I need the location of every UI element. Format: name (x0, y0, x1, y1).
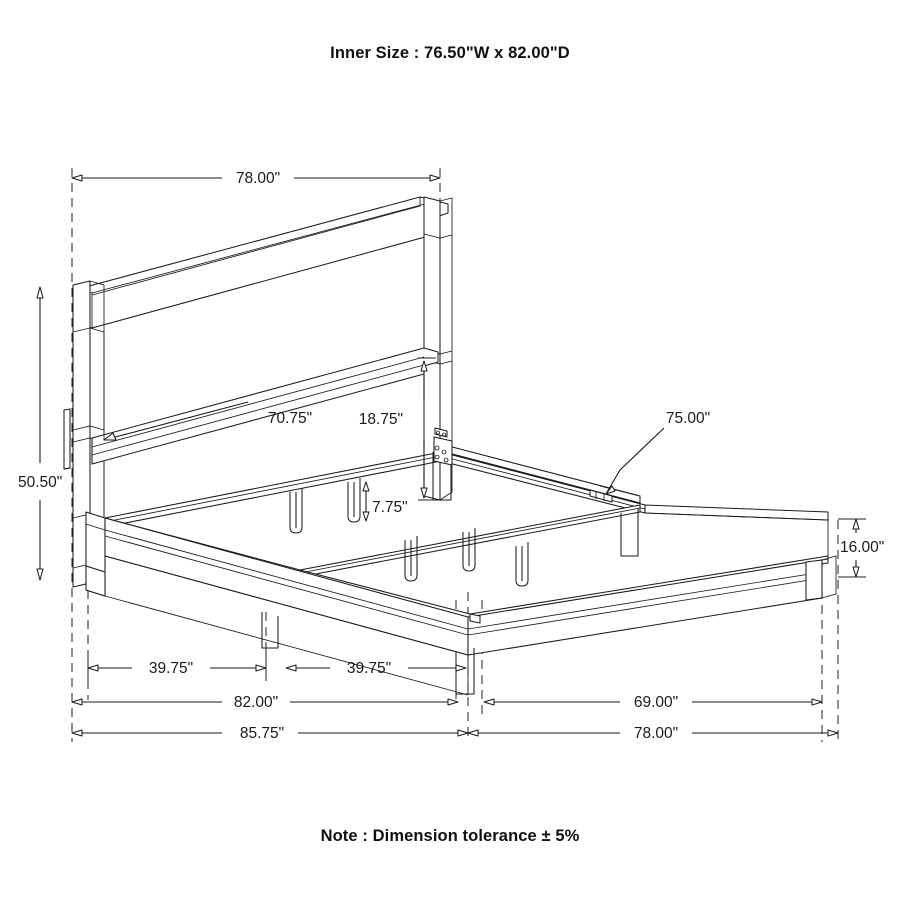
tolerance-note: Note : Dimension tolerance ± 5% (320, 827, 580, 845)
dim-overall-height: 50.50" (18, 286, 62, 581)
dim-label-50-50: 50.50" (18, 474, 62, 491)
dim-headboard-panel-width: 70.75" (103, 401, 312, 441)
dim-deck-depth: 75.00" (605, 410, 710, 495)
dim-label-70-75: 70.75" (268, 410, 312, 427)
deck-far-rail (469, 613, 481, 624)
headboard-top-rail (77, 196, 449, 329)
dim-label-top-width: 78.00" (236, 170, 280, 187)
dim-label-85-75: 85.75" (240, 725, 284, 742)
dim-label-78-00-bottom: 78.00" (634, 725, 678, 742)
corner-leg-right (805, 559, 823, 601)
dim-label-16-00: 16.00" (840, 539, 884, 556)
dim-label-18-75: 18.75" (359, 411, 403, 428)
bed-frame-geometry (63, 196, 837, 696)
page-title: Inner Size : 76.50"W x 82.00"D (330, 44, 570, 62)
support-legs (289, 448, 639, 587)
dim-label-39-75-left: 39.75" (149, 660, 193, 677)
dim-label-82-00: 82.00" (234, 694, 278, 711)
dim-label-39-75-right: 39.75" (347, 660, 391, 677)
center-support-beam (436, 442, 641, 504)
dim-row-width-depth: 82.00" 69.00" (71, 694, 823, 711)
dim-top-width: 78.00" (71, 170, 441, 187)
rail-bracket-hardware (433, 427, 453, 466)
corner-leg-left (85, 565, 106, 597)
headboard-mid-rail (91, 347, 439, 465)
dim-label-69-00: 69.00" (634, 694, 678, 711)
dim-slat-leg-height: 7.75" (362, 481, 408, 522)
center-beam-bracket (589, 489, 613, 503)
dim-rail-height: 16.00" (838, 518, 884, 578)
dim-label-7-75: 7.75" (372, 499, 408, 516)
dim-headboard-lower-gap: 18.75" (359, 357, 436, 501)
slat-beam-upper (299, 504, 641, 578)
side-rail-front (104, 517, 469, 656)
dim-label-75-00: 75.00" (666, 410, 710, 427)
deck-right-rail (644, 504, 829, 521)
dim-row-overall: 85.75" 78.00" (71, 725, 839, 742)
dim-row-half-widths: 39.75" 39.75" (87, 650, 467, 680)
